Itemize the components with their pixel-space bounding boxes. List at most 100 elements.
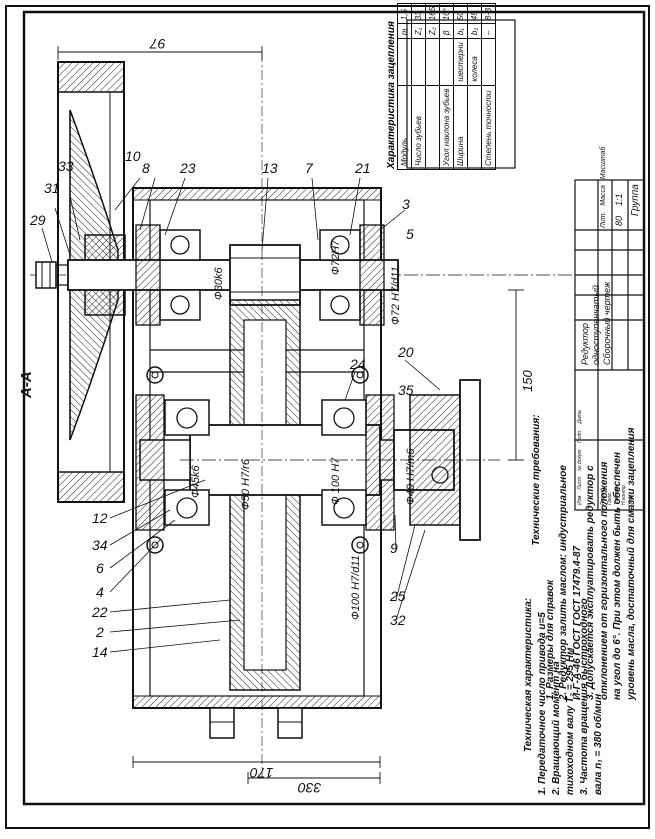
title-block-row-label: Изм xyxy=(577,495,583,505)
part-label-35: 35 xyxy=(398,382,414,398)
mesh-table-frame xyxy=(406,19,516,169)
part-label-24: 24 xyxy=(350,356,366,372)
title-block-rows: Изм Лист № докум. Подп. Дата xyxy=(577,404,583,505)
title-block-side-label: Н.контр. xyxy=(621,483,627,505)
dimension-97: 97 xyxy=(150,36,166,52)
title-block-name: Редуктор одноступенчатый Сборочный черте… xyxy=(580,185,613,365)
part-label-32: 32 xyxy=(390,612,406,628)
part-label-14: 14 xyxy=(92,644,108,660)
title-block-frame xyxy=(574,179,645,511)
fit-72-d11: Ф72 H7/d11 xyxy=(390,266,402,325)
mesh-table-cell-value: 45 xyxy=(467,3,482,24)
title-block-row-label: Дата xyxy=(577,410,583,424)
dimension-5: 5 xyxy=(406,226,414,242)
part-label-12: 12 xyxy=(92,510,108,526)
mesh-table-cell-value: 1,5 xyxy=(397,3,412,24)
tech-characteristic-line: 2. Вращающий момент на xyxy=(551,661,562,795)
tech-characteristics-title: Техническая характеристика: xyxy=(523,597,534,753)
part-label-22: 22 xyxy=(92,604,108,620)
title-block-mass-label: Масса xyxy=(600,185,607,206)
mesh-table-cell-value: 8-B xyxy=(481,3,496,24)
fit-30k6: Ф30k6 xyxy=(213,267,225,300)
part-label-4: 4 xyxy=(96,584,104,600)
part-label-6: 6 xyxy=(96,560,104,576)
part-label-23: 23 xyxy=(180,160,196,176)
mesh-table-cell-symbol: Z₁ xyxy=(411,23,426,39)
part-label-21: 21 xyxy=(355,160,371,176)
title-block-lit: Лит. xyxy=(600,211,607,228)
mesh-table-cell-sub: шестерни xyxy=(453,38,468,86)
mesh-table-cell-label xyxy=(425,85,440,170)
mesh-table-cell-symbol: b₂ xyxy=(467,23,482,39)
mesh-table-cell-symbol: – xyxy=(481,23,496,39)
fit-50-r6: Ф50 H7/r6 xyxy=(240,459,252,510)
title-block-scale: 1:1 xyxy=(614,193,624,206)
title-block-mass: 80 xyxy=(614,215,624,226)
title-block-row-label: Подп. xyxy=(577,429,583,443)
title-block-scale-label: Масштаб xyxy=(600,146,607,180)
fit-45k6: Ф45k6 xyxy=(190,465,202,498)
title-block-side-label: Утв. xyxy=(628,493,634,505)
part-label-31: 31 xyxy=(44,180,60,196)
title-block-side-label: Разраб. xyxy=(600,486,606,505)
part-label-34: 34 xyxy=(92,537,108,553)
outer-frame xyxy=(5,5,650,829)
mesh-table-cell-label: Ширина xyxy=(453,85,468,170)
output-shaft xyxy=(135,299,500,691)
part-label-9: 9 xyxy=(390,540,398,556)
part-label-8: 8 xyxy=(142,160,150,176)
title-block-side: Разраб.Пров.Т.контр.Н.контр.Утв. xyxy=(600,484,635,505)
fit-72h7: Ф72H7 xyxy=(330,239,342,275)
title-block-side-label: Т.контр. xyxy=(614,484,620,505)
mesh-table-cell-sub: колеса xyxy=(467,38,482,86)
mesh-table-cell-symbol: β xyxy=(439,23,454,39)
leader-lines xyxy=(41,177,441,653)
section-title: A-A xyxy=(18,371,35,398)
title-block-group: Группа xyxy=(630,184,641,216)
tech-characteristics: Техническая характеристика: 1. Передаточ… xyxy=(522,555,606,795)
tech-characteristic-line: 1. Передаточное число привода u=5 xyxy=(537,612,548,795)
fit-100-d11: Ф100 H7/d11 xyxy=(350,555,362,620)
mesh-table-title: Характеристика зацепления xyxy=(386,21,397,169)
part-label-13: 13 xyxy=(262,160,278,176)
title-block-row-label: № докум. xyxy=(577,448,583,471)
mesh-table-cell-sub xyxy=(481,38,496,86)
mesh-table-cell-label: Угол наклона зубьев xyxy=(439,85,454,170)
mesh-table-cell-symbol: Z₂ xyxy=(425,23,440,39)
mesh-table-cell-value: 33 xyxy=(411,3,426,24)
dimension-lines xyxy=(57,46,524,784)
part-label-2: 2 xyxy=(96,624,104,640)
title-block-row-label: Лист xyxy=(577,476,583,490)
part-label-10: 10 xyxy=(125,148,141,164)
part-label-3: 3 xyxy=(402,196,410,212)
title-block-side-label: Пров. xyxy=(607,491,613,505)
mesh-table-cell-label: Число зубьев xyxy=(411,85,426,170)
mesh-table-cell-value: 10° xyxy=(439,3,454,24)
mesh-table-cell-label xyxy=(467,85,482,170)
title-block-name-line1: Редуктор xyxy=(580,323,590,365)
fit-100h7: Ф 100 H7 xyxy=(330,457,342,505)
tech-characteristic-line: 3. Частота вращения быстроходного xyxy=(579,598,590,795)
input-shaft xyxy=(67,224,399,326)
mesh-table-row: Степень точности–8-B xyxy=(481,3,496,170)
dimension-170: 170 xyxy=(250,765,274,781)
title-block-values: 80 1:1 xyxy=(614,193,624,226)
part-label-25: 25 xyxy=(390,588,406,604)
mesh-table-cell-symbol: b₁ xyxy=(453,23,468,39)
mesh-table-cell-label: Модуль xyxy=(397,85,412,170)
part-label-7: 7 xyxy=(305,160,313,176)
mesh-table-cell-value: 165 xyxy=(425,3,440,24)
mesh-table-cell-sub xyxy=(425,38,440,86)
part-label-33: 33 xyxy=(58,158,74,174)
part-label-29: 29 xyxy=(30,212,46,228)
title-block-headers: Лит. Масса Масштаб xyxy=(600,147,607,228)
mesh-table-cell-sub xyxy=(411,38,426,86)
mesh-table-cell-sub xyxy=(397,38,412,86)
